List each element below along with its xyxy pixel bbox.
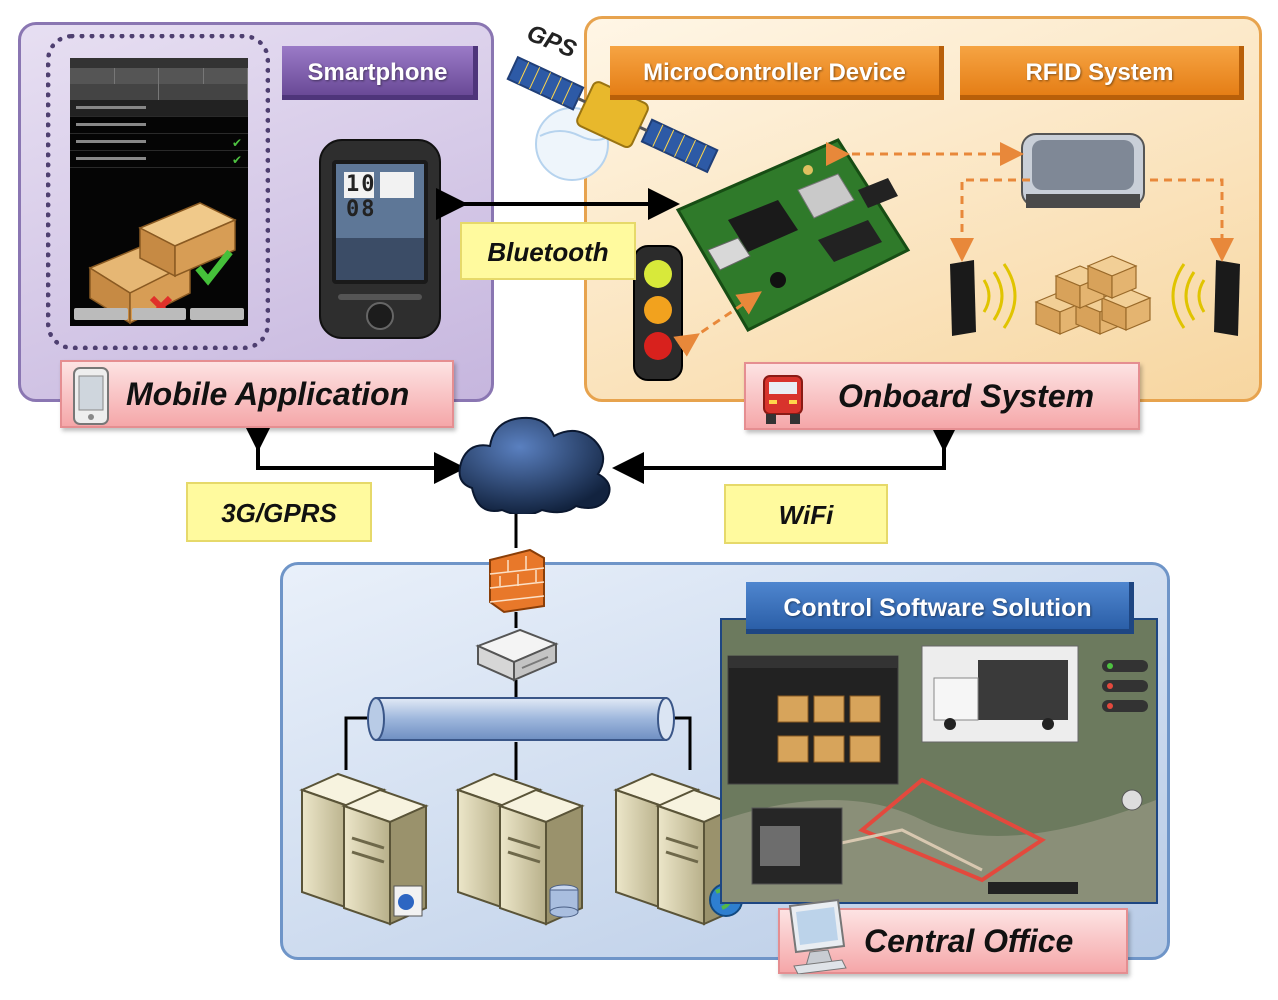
firewall-icon	[489, 548, 545, 614]
3g-gprs-label: 3G/GPRS	[186, 482, 372, 542]
traffic-light-icon	[633, 245, 683, 381]
server-racks	[299, 772, 743, 926]
mobile-application-label: Mobile Application	[60, 360, 454, 428]
bluetooth-label: Bluetooth	[460, 222, 636, 280]
microcontroller-board	[675, 138, 911, 332]
smartphone-screen-frame	[46, 34, 270, 350]
control-software-screenshot	[720, 618, 1158, 904]
cargo-boxes-icon	[1034, 255, 1152, 335]
control-software-header: Control Software Solution	[746, 582, 1134, 634]
smartphone-app-screenshot: ✔ ✔	[70, 58, 248, 326]
truck-icon	[763, 375, 803, 424]
rfid-antennas	[950, 260, 1240, 336]
internet-cloud-icon	[458, 416, 611, 514]
smartphone-header: Smartphone	[282, 46, 478, 100]
monitor-icon	[788, 898, 847, 974]
phone-icon	[73, 367, 109, 425]
central-office-label: Central Office	[778, 898, 1128, 974]
onboard-system-text: Onboard System	[838, 378, 1095, 414]
phone-clock: 10 08	[346, 172, 377, 222]
rfid-system-header: RFID System	[960, 46, 1244, 100]
mobile-application-text: Mobile Application	[126, 376, 410, 412]
central-office-text: Central Office	[864, 923, 1074, 959]
microcontroller-header: MicroController Device	[610, 46, 944, 100]
onboard-system-label: Onboard System	[744, 362, 1140, 430]
rfid-reader-device	[1021, 133, 1145, 208]
smartphone-device	[319, 139, 441, 339]
router-icon	[475, 628, 559, 682]
network-bus	[367, 697, 675, 741]
wifi-label: WiFi	[724, 484, 888, 544]
